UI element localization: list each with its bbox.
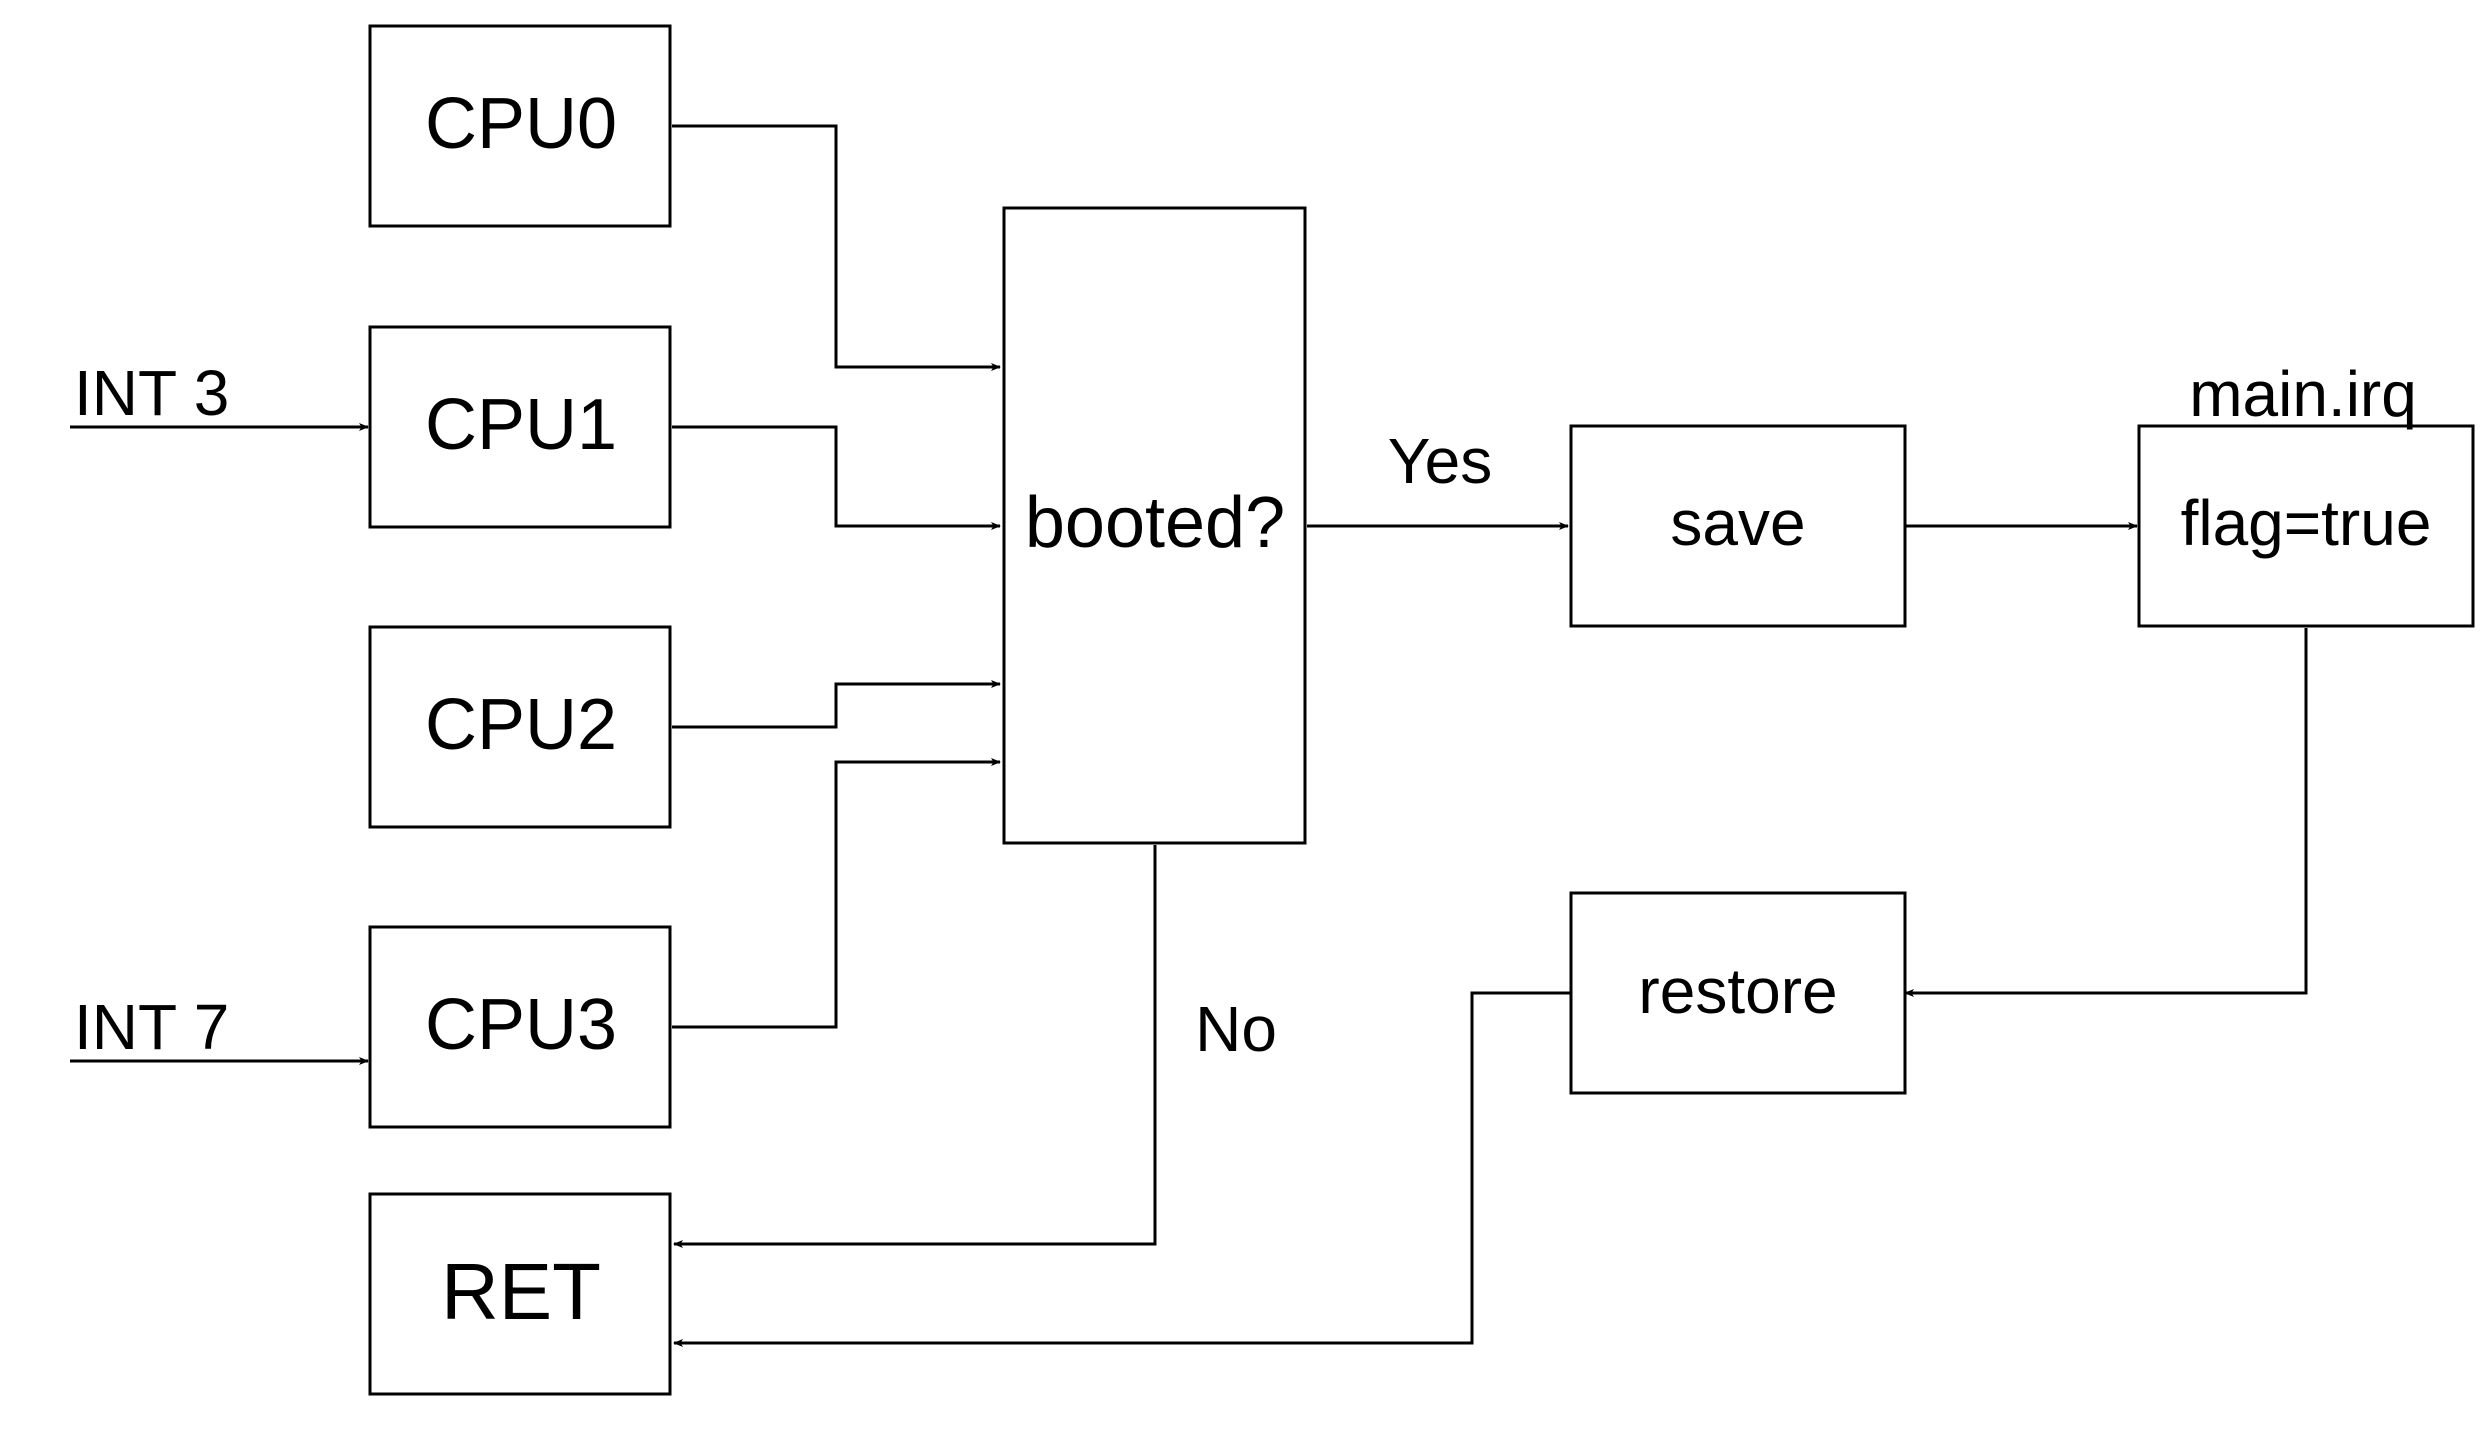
edge-booted-no-to-ret [673, 845, 1157, 1248]
node-cpu2-label: CPU2 [425, 685, 617, 765]
node-booted: booted? [1002, 206, 1307, 845]
node-cpu0: CPU0 [368, 24, 672, 228]
node-booted-label: booted? [1025, 483, 1285, 563]
node-cpu2: CPU2 [368, 625, 672, 829]
edge-cpu0-to-booted [672, 124, 1001, 371]
label-int3: INT 3 [74, 357, 229, 429]
label-main-irq: main.irq [2189, 358, 2417, 430]
edge-cpu1-to-booted [672, 425, 1001, 530]
node-flag: flag=true [2137, 424, 2475, 628]
node-ret: RET [368, 1192, 672, 1396]
node-cpu1-label: CPU1 [425, 385, 617, 465]
node-restore-label: restore [1638, 955, 1837, 1027]
edge-flag-to-restore [1904, 628, 2308, 997]
edge-cpu3-to-booted [672, 758, 1001, 1029]
label-no: No [1195, 993, 1277, 1065]
node-flag-label: flag=true [2181, 487, 2432, 559]
node-restore: restore [1569, 891, 1907, 1095]
node-ret-label: RET [441, 1247, 601, 1336]
edge-restore-to-ret [673, 991, 1571, 1347]
node-save: save [1569, 424, 1907, 628]
node-cpu0-label: CPU0 [425, 84, 617, 164]
node-save-label: save [1670, 487, 1805, 559]
node-cpu3: CPU3 [368, 925, 672, 1129]
node-cpu1: CPU1 [368, 325, 672, 529]
label-yes: Yes [1388, 425, 1492, 497]
edge-cpu2-to-booted [672, 680, 1001, 729]
label-int7: INT 7 [74, 991, 229, 1063]
node-cpu3-label: CPU3 [425, 985, 617, 1065]
